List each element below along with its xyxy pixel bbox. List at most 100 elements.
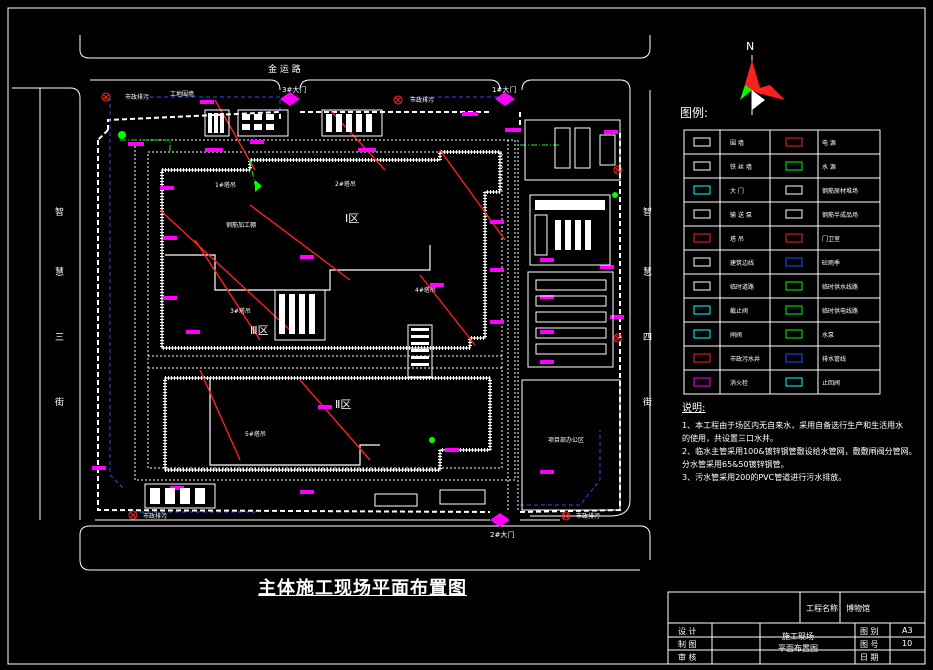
road-west-char: 三 xyxy=(55,333,64,343)
legend-item-label: 大 门 xyxy=(730,187,744,195)
note-line: 1、本工程由于场区内无自来水，采用自备选行生产和生活用水 xyxy=(682,421,904,430)
water-lines xyxy=(120,139,560,186)
rebar-semi-yard-icon xyxy=(785,209,803,219)
title-block-figure-label: 图 别 xyxy=(860,627,879,636)
note-line: 的使用，共设置三口水井。 xyxy=(682,434,778,443)
legend-item-label: 建筑边线 xyxy=(730,259,754,267)
title-block-project-label: 工程名称 xyxy=(806,604,838,613)
title-block-date-label: 日 期 xyxy=(860,653,879,662)
note-line: 分水管采用65&50镀锌钢管。 xyxy=(682,460,789,469)
site-fence-label: 工地围墙 xyxy=(170,90,194,98)
rain-icon xyxy=(785,257,803,267)
road-west-char: 街 xyxy=(55,396,64,408)
legend-item-label: 水泵 xyxy=(822,331,834,339)
zone-2-label: Ⅱ区 xyxy=(335,398,351,411)
notes-title: 说明: xyxy=(682,403,706,414)
tower-label: 1#塔吊 xyxy=(215,181,236,189)
drawing-frame xyxy=(7,7,926,665)
title-block-drawing: 制 图 xyxy=(678,640,697,649)
steel-yard-label: 钢筋加工棚 xyxy=(226,221,256,229)
guard-room-icon xyxy=(785,233,803,243)
drawing-title: 主体施工现场平面布置图 xyxy=(258,578,467,599)
road-east-char: 智 xyxy=(643,206,652,218)
check-valve-icon xyxy=(785,377,803,387)
gate-3-label: 3#大门 xyxy=(282,85,306,94)
legend-table xyxy=(683,129,881,395)
power-source-icon xyxy=(785,137,803,147)
legend-title: 图例: xyxy=(680,106,709,120)
municipal-drain-label: 市政排污 xyxy=(576,512,600,520)
water-source-icon xyxy=(785,161,803,171)
gate-markers xyxy=(280,92,515,527)
green-markers xyxy=(118,131,618,443)
legend-item-label: 水 源 xyxy=(822,163,836,171)
wire-wall-icon xyxy=(693,161,711,171)
tower-label: 2#塔吊 xyxy=(335,180,356,188)
legend-item-label: 钢筋原材堆场 xyxy=(822,187,858,195)
legend-rows: 围 墙电 源铁 丝 墙水 源大 门钢筋原材堆场输 送 泵钢筋半成品场塔 吊门卫室… xyxy=(684,137,880,387)
legend-item-label: 市政污水井 xyxy=(730,355,760,363)
tower-label: 3#塔吊 xyxy=(230,307,251,315)
temp-road-icon xyxy=(693,281,711,291)
gate-icon xyxy=(693,185,711,195)
rebar-raw-yard-icon xyxy=(785,185,803,195)
note-line: 3、污水管采用200的PVC管道进行污水排放。 xyxy=(682,473,847,482)
legend-item-label: 钢筋半成品场 xyxy=(822,211,858,219)
municipal-drain-label: 市政排污 xyxy=(125,93,149,101)
north-arrow: N xyxy=(740,40,785,115)
legend-item-label: 消火栓 xyxy=(730,379,748,387)
tower-crane-lines xyxy=(159,99,506,461)
title-block-project-name: 博物馆 xyxy=(846,604,870,613)
water-pump-icon xyxy=(785,329,803,339)
legend-item-label: 砼雨季 xyxy=(822,259,840,267)
title-block-drawing-title-1: 施工现场 xyxy=(782,632,814,641)
pump-icon xyxy=(693,209,711,219)
gate-1-label: 1#大门 xyxy=(492,85,516,94)
fence-icon xyxy=(693,137,711,147)
legend-item-label: 输 送 泵 xyxy=(730,211,752,219)
legend-item-label: 围 墙 xyxy=(730,139,744,147)
title-block-number-value: 10 xyxy=(902,639,913,648)
gate-valve-icon xyxy=(693,329,711,339)
sewage-wells xyxy=(101,92,623,521)
gate-2-label: 2#大门 xyxy=(490,530,514,539)
material-yards xyxy=(144,109,621,511)
road-east-char: 四 xyxy=(643,333,652,343)
building-line-icon xyxy=(693,257,711,267)
temp-roads xyxy=(134,139,519,510)
zone-1-label: Ⅰ区 xyxy=(345,212,359,225)
municipal-drain-label: 市政排污 xyxy=(410,96,434,104)
legend-item-label: 闸阀 xyxy=(730,331,742,339)
legend-item-label: 门卫室 xyxy=(822,235,840,243)
zone-3-label: Ⅲ区 xyxy=(250,324,269,337)
note-line: 2、临水主管采用100&镀锌钢管敷设给水管网，敷敷闸阀分管网。 xyxy=(682,447,917,456)
tower-label: 5#塔吊 xyxy=(245,430,266,438)
legend-item-label: 截止阀 xyxy=(730,307,748,315)
road-west-label: 智 慧 三 街 xyxy=(55,206,64,408)
temp-water-line-icon xyxy=(785,281,803,291)
north-arrow-label: N xyxy=(746,40,754,53)
legend-item-label: 临时供水线路 xyxy=(822,283,858,291)
road-north-label: 金 运 路 xyxy=(268,63,301,75)
road-east-char: 街 xyxy=(643,396,652,408)
drain-lines xyxy=(109,96,601,513)
tower-label: 4#塔吊 xyxy=(415,286,436,294)
municipal-drain-label: 市政排污 xyxy=(143,512,167,520)
magenta-markers xyxy=(92,100,624,494)
title-block-number-label: 图 号 xyxy=(860,640,879,649)
title-block xyxy=(667,591,926,665)
roads xyxy=(12,35,651,571)
temp-power-line-icon xyxy=(785,305,803,315)
notes: 说明: 1、本工程由于场区内无自来水，采用自备选行生产和生活用水 的使用，共设置… xyxy=(682,402,922,484)
legend-item-label: 临时供电线路 xyxy=(822,307,858,315)
legend-item-label: 电 源 xyxy=(822,139,836,147)
road-west-char: 慧 xyxy=(55,266,64,278)
road-west-char: 智 xyxy=(55,206,64,218)
title-block-design: 设 计 xyxy=(678,627,697,636)
stop-valve-icon xyxy=(693,305,711,315)
legend-item-label: 临时道路 xyxy=(730,283,754,291)
hydrant-icon xyxy=(693,377,711,387)
legend-item-label: 铁 丝 墙 xyxy=(730,163,752,171)
title-block-figure-value: A3 xyxy=(902,626,913,635)
office-label: 项目部办公区 xyxy=(548,436,584,444)
